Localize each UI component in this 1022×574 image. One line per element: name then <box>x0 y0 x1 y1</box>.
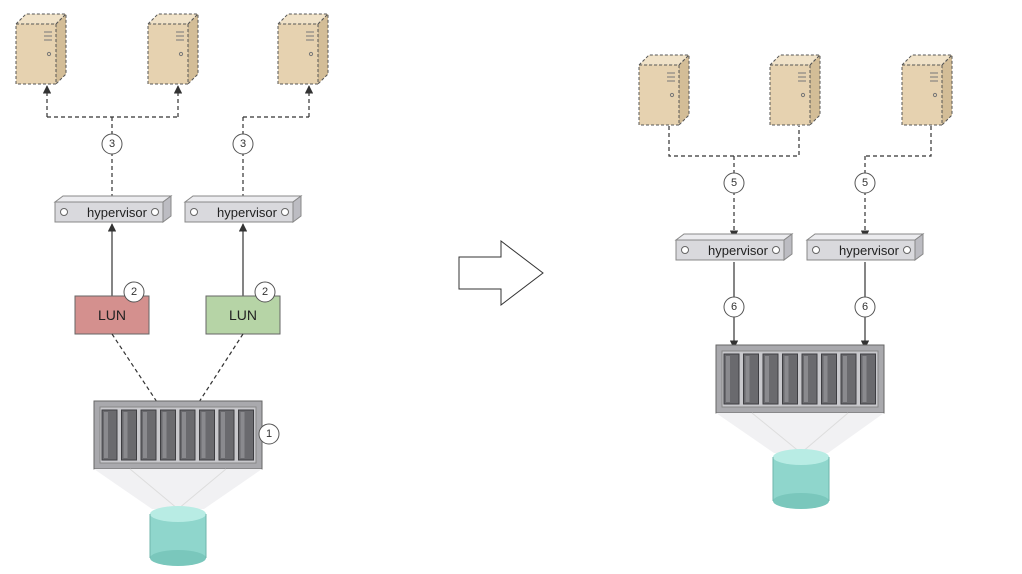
disk-highlight <box>240 412 245 458</box>
hypervisor-label: hypervisor <box>708 243 769 258</box>
hypervisor-label: hypervisor <box>87 205 148 220</box>
hypervisor-box: hypervisor <box>184 195 302 223</box>
projection-line <box>800 412 849 454</box>
disk-highlight <box>143 412 147 458</box>
storage-array <box>715 344 885 414</box>
projection-funnel <box>94 469 262 509</box>
disk-bay-group <box>101 409 254 461</box>
disk-highlight <box>123 412 128 458</box>
hypervisor-label: hypervisor <box>839 243 900 258</box>
left-diagram: 3 3 hypervisor hypervisor LUN LUN <box>15 13 329 567</box>
disk-highlight <box>843 356 847 402</box>
storage-cylinder-icon <box>772 448 830 510</box>
lun-box: LUN <box>205 295 281 335</box>
storage-array <box>93 400 263 470</box>
right-arrow-icon <box>458 239 544 307</box>
disk-highlight <box>862 356 867 402</box>
disk-highlight <box>823 356 828 402</box>
hypervisor-label: hypervisor <box>217 205 278 220</box>
disk-highlight <box>162 412 167 458</box>
disk-highlight <box>221 412 225 458</box>
server-tower-icon <box>277 13 329 85</box>
server-bus-line <box>668 126 800 157</box>
svg-text:5: 5 <box>862 177 868 189</box>
lun-to-storage-line <box>111 333 158 403</box>
step-marker: 2 <box>123 281 145 303</box>
disk-highlight <box>201 412 206 458</box>
svg-text:6: 6 <box>862 301 868 313</box>
disk-highlight <box>804 356 808 402</box>
server-tower-icon <box>638 54 690 126</box>
lun-box: LUN <box>74 295 150 335</box>
hypervisor-box: hypervisor <box>675 233 793 261</box>
right-diagram: 5 5 hypervisor hypervisor 6 6 <box>638 54 953 510</box>
storage-array-icon <box>93 400 263 470</box>
step-marker: 6 <box>854 296 876 318</box>
step-marker: 5 <box>723 172 745 194</box>
disk-bay-group <box>723 353 876 405</box>
disk-highlight <box>745 356 750 402</box>
step-marker: 6 <box>723 296 745 318</box>
svg-text:2: 2 <box>262 286 268 298</box>
lun-label: LUN <box>98 307 126 323</box>
storage-cylinder-icon <box>149 505 207 567</box>
hypervisor-box: hypervisor <box>806 233 924 261</box>
svg-text:2: 2 <box>131 286 137 298</box>
server-tower-icon <box>15 13 67 85</box>
disk-highlight <box>765 356 769 402</box>
storage-array-icon <box>715 344 885 414</box>
hypervisor-box: hypervisor <box>54 195 172 223</box>
projection-line <box>177 468 227 510</box>
step-marker: 1 <box>258 423 280 445</box>
svg-text:1: 1 <box>266 428 272 440</box>
disk-highlight <box>784 356 789 402</box>
lun-to-storage-line <box>198 333 244 403</box>
svg-text:6: 6 <box>731 301 737 313</box>
svg-text:3: 3 <box>109 138 115 150</box>
step-marker: 3 <box>232 133 254 155</box>
step-marker: 3 <box>101 133 123 155</box>
disk-highlight <box>182 412 186 458</box>
server-tower-icon <box>769 54 821 126</box>
step-marker: 2 <box>254 281 276 303</box>
projection-line <box>751 412 802 454</box>
svg-text:3: 3 <box>240 138 246 150</box>
disk-highlight <box>104 412 108 458</box>
projection-line <box>129 468 179 510</box>
svg-text:5: 5 <box>731 177 737 189</box>
disk-highlight <box>726 356 730 402</box>
lun-box-fill <box>74 295 150 335</box>
server-tower-icon <box>901 54 953 126</box>
projection-funnel <box>716 413 884 453</box>
step-marker: 5 <box>854 172 876 194</box>
lun-label: LUN <box>229 307 257 323</box>
server-tower-icon <box>147 13 199 85</box>
server-bus-line <box>865 126 932 157</box>
